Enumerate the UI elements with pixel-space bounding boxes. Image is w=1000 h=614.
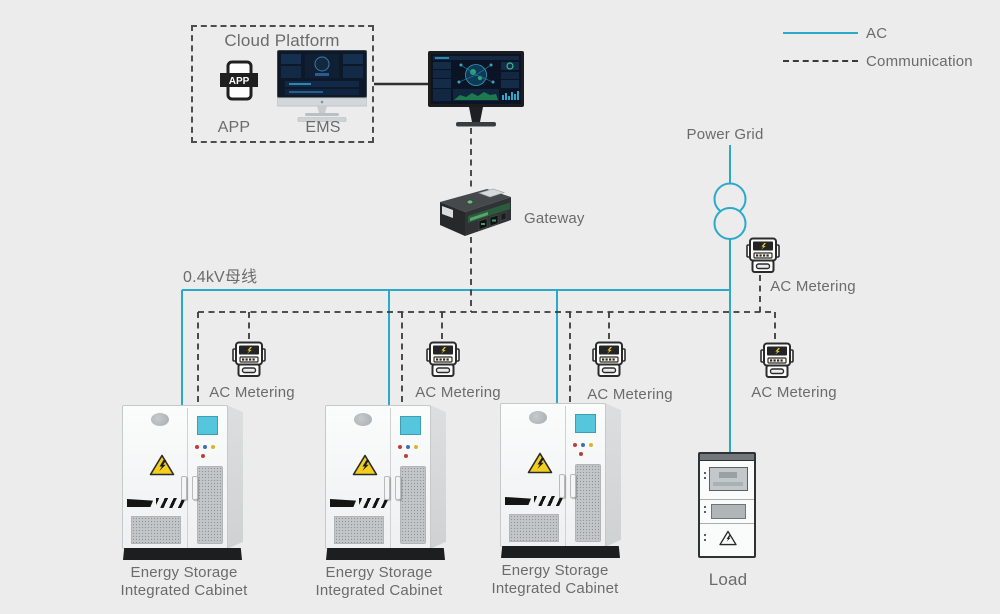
warning-triangle-icon [149,454,175,476]
hazard-stripes [505,496,563,506]
door-handles [384,476,401,500]
load-cabinet [698,452,756,558]
warning-triangle-icon [527,452,553,474]
door-divider [565,406,566,546]
cloud-platform-box [191,25,374,143]
busbar-label: 0.4kV母线 [183,269,258,286]
legend-ac-line [783,32,858,34]
app-icon: APP [220,60,258,101]
legend-communication-line [783,60,858,62]
ac-meter-icon-2 [426,341,460,379]
power-grid-label: Power Grid [686,126,764,143]
hazard-stripes [330,498,388,508]
load-panel [711,504,746,519]
cabinet-display-screen [575,414,596,433]
tall-vent-grille [197,466,223,544]
ac-meter-icon-grid [746,237,780,275]
cabinet-base [123,548,242,560]
status-light [579,452,583,456]
door-divider [187,408,188,548]
ac-metering-label-1: AC Metering [209,384,295,401]
ac-metering-label-3: AC Metering [587,386,673,403]
warning-triangle-icon [352,454,378,476]
load-warning-icon [719,530,737,546]
dashboard-monitor [428,51,524,127]
cabinet-front [500,403,606,547]
cabinet-base [501,546,620,558]
legend-communication-label: Communication [866,53,973,70]
cabinet-side-panel [605,403,621,547]
status-lights [398,445,424,449]
load-meter-display [709,467,748,491]
ac-metering-label-2: AC Metering [415,384,501,401]
round-vent-icon [529,411,547,424]
status-light [404,454,408,458]
gateway-device [440,188,511,236]
hazard-stripes [127,498,185,508]
bottom-vent-grille [334,516,384,544]
status-light [201,454,205,458]
cabinet-side-panel [430,405,446,549]
door-divider [390,408,391,548]
status-lights [573,443,599,447]
cloud-platform-title: Cloud Platform [224,31,340,50]
ac-metering-label-grid: AC Metering [770,278,856,295]
door-handles [559,474,576,498]
ems-label: EMS [305,119,341,136]
energy-storage-cabinet-2 [325,404,447,560]
tall-vent-grille [400,466,426,544]
ac-meter-icon-load [760,342,794,380]
legend-ac-label: AC [866,25,888,42]
cabinet-display-screen [400,416,421,435]
cabinet-front [325,405,431,549]
status-lights [195,445,221,449]
load-label: Load [708,570,748,589]
transformer-icon [713,207,747,240]
app-icon-text: APP [229,76,250,87]
ac-meter-icon-1 [232,341,266,379]
cabinet-side-panel [227,405,243,549]
door-handles [181,476,198,500]
app-label: APP [217,119,251,136]
cabinet-front [122,405,228,549]
energy-storage-cabinet-3 [500,402,622,558]
ac-metering-label-load: AC Metering [751,384,837,401]
cabinet-base [326,548,445,560]
bottom-vent-grille [131,516,181,544]
bottom-vent-grille [509,514,559,542]
gateway-label: Gateway [524,210,585,227]
cabinet-display-screen [197,416,218,435]
ems-monitor [277,50,367,122]
round-vent-icon [354,413,372,426]
tall-vent-grille [575,464,601,542]
round-vent-icon [151,413,169,426]
ac-meter-icon-3 [592,341,626,379]
energy-storage-cabinet-1 [122,404,244,560]
load-cabinet-top-band [700,454,754,461]
